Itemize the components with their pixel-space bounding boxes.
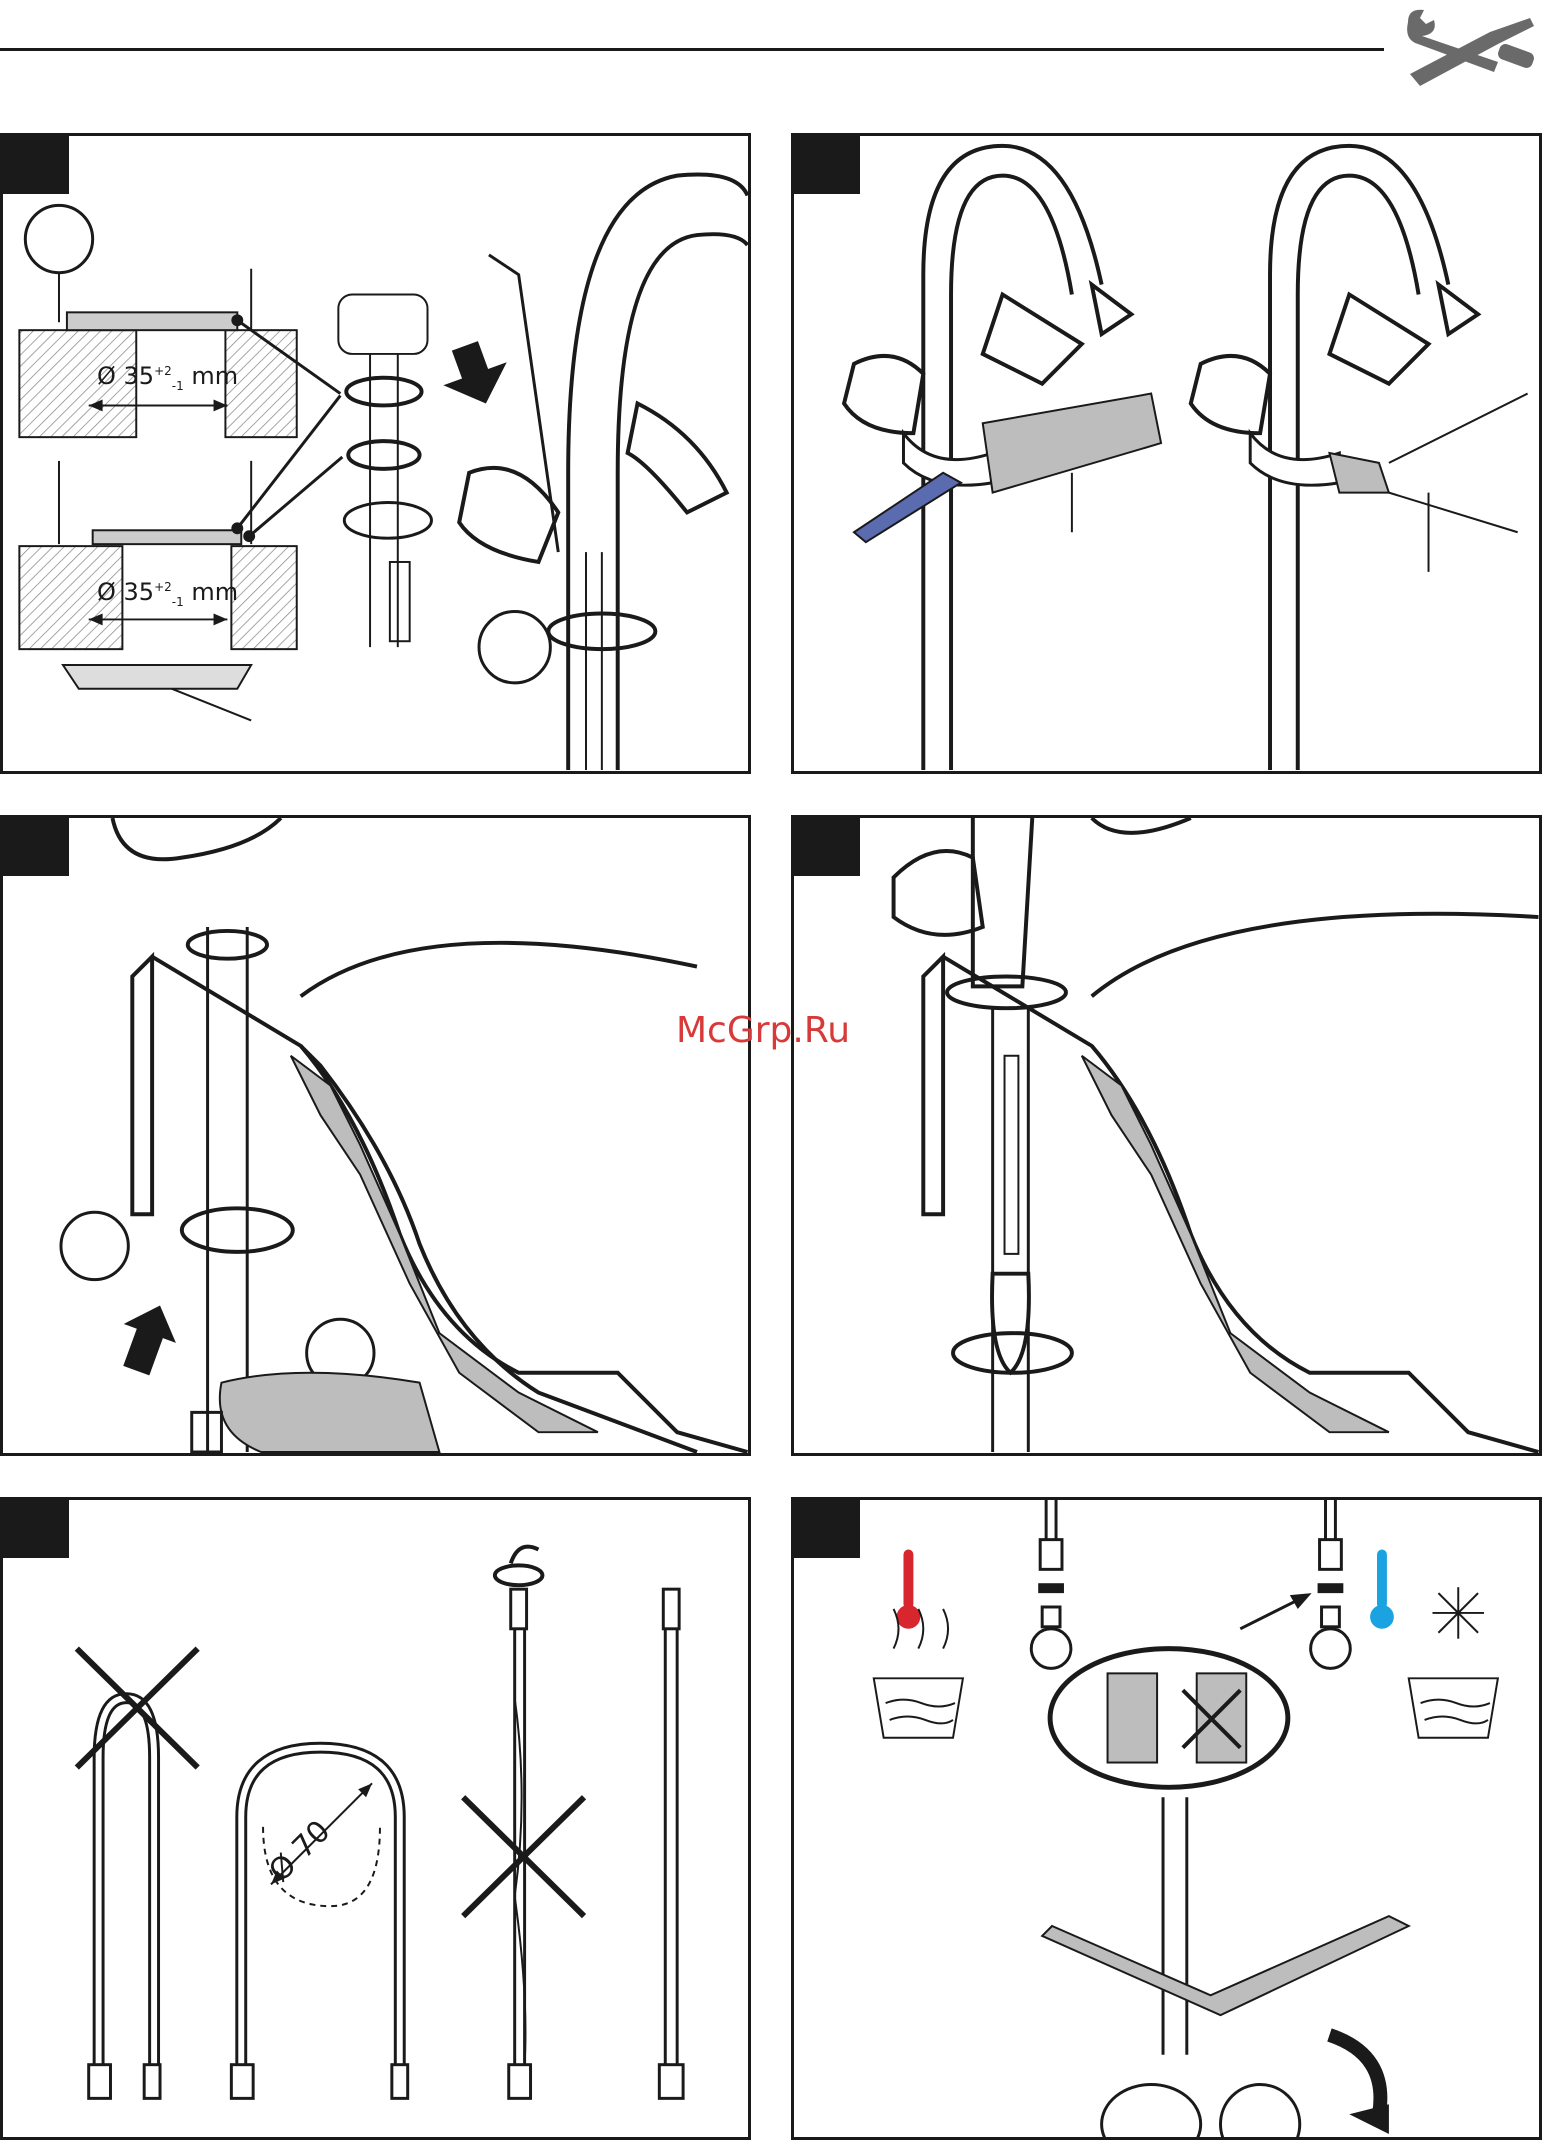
step-number-tab-2 <box>794 136 860 194</box>
dimension-tolerance-lower-top: -1 <box>172 379 184 393</box>
dimension-label-bottom: Ø 35+2-1 mm <box>97 578 238 609</box>
dimension-value-top: Ø 35 <box>97 362 154 390</box>
step-panel-4 <box>791 815 1542 1456</box>
step-panel-2 <box>791 133 1542 774</box>
step-number-tab-5 <box>3 1500 69 1558</box>
step-number-tab-4 <box>794 818 860 876</box>
hot-water-thermometer-icon <box>874 1550 963 1738</box>
step-panel-5: Ø 70 <box>0 1497 751 2140</box>
step-panel-6 <box>791 1497 1542 2140</box>
dimension-label-top: Ø 35+2-1 mm <box>97 362 238 393</box>
dimension-tolerance-lower-bottom: -1 <box>172 595 184 609</box>
cold-water-snowflake-icon <box>1370 1550 1498 1738</box>
dimension-unit-bottom: mm <box>191 578 238 606</box>
step-number-tab-6 <box>794 1500 860 1558</box>
wrench-and-screwdriver-icon <box>1398 4 1538 94</box>
seal-trim-diagram <box>794 136 1539 771</box>
hose-connection-diagram <box>794 1500 1539 2137</box>
under-sink-mounting-diagram <box>3 818 748 1453</box>
screwdriver-tightening-diagram <box>794 818 1539 1453</box>
dimension-value-bottom: Ø 35 <box>97 578 154 606</box>
hose-bending-diagram <box>3 1500 748 2137</box>
watermark: McGrp.Ru <box>676 1010 850 1051</box>
cutout-and-mounting-diagram <box>3 136 748 771</box>
step-number-tab-3 <box>3 818 69 876</box>
dimension-unit-top: mm <box>191 362 238 390</box>
step-panel-1: Ø 35+2-1 mm Ø 35+2-1 mm <box>0 133 751 774</box>
dimension-tolerance-upper-top: +2 <box>154 364 172 378</box>
header-rule <box>0 48 1384 51</box>
dimension-tolerance-upper-bottom: +2 <box>154 580 172 594</box>
step-panel-3 <box>0 815 751 1456</box>
step-number-tab-1 <box>3 136 69 194</box>
